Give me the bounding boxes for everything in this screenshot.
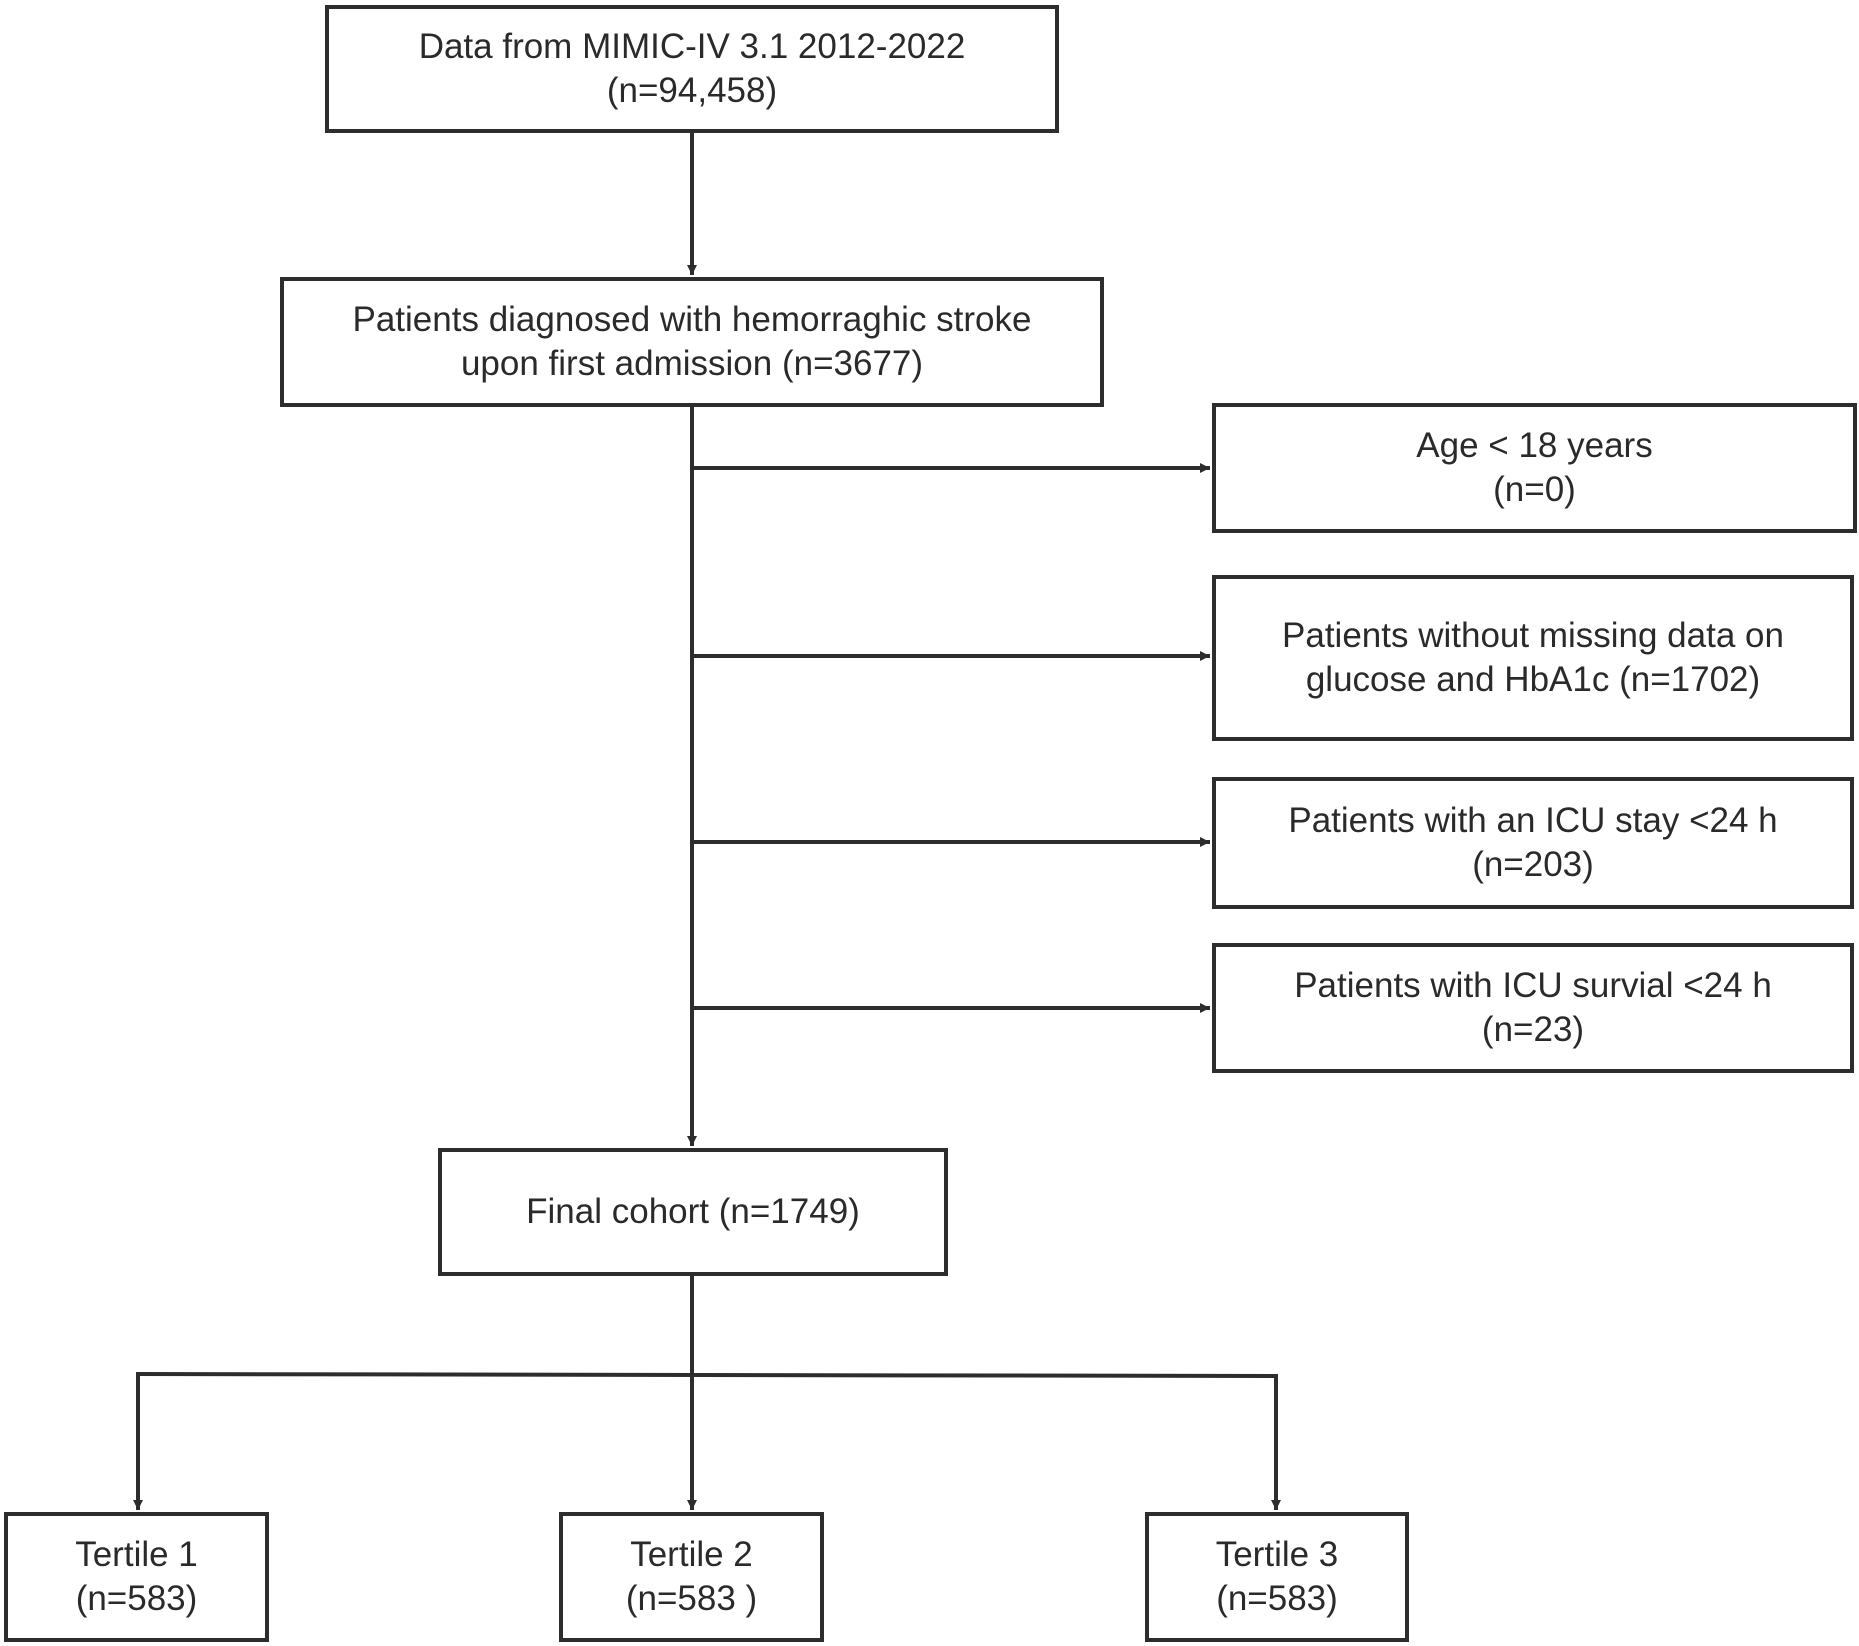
- tertile-1-box: Tertile 1 (n=583): [4, 1512, 269, 1642]
- exclusion-icu-stay-box: Patients with an ICU stay <24 h (n=203): [1212, 777, 1854, 909]
- final-cohort-label: Final cohort (n=1749): [526, 1192, 860, 1231]
- tertile-1-label: Tertile 1: [75, 1535, 198, 1574]
- tertile-1-count: (n=583): [75, 1579, 198, 1618]
- tertile-2-box: Tertile 2 (n=583 ): [559, 1512, 824, 1642]
- exclusion-icu-survival-line2: (n=23): [1481, 1010, 1585, 1049]
- exclusion-icu-stay-line2: (n=203): [1472, 845, 1594, 884]
- tertile-3-box: Tertile 3 (n=583): [1145, 1512, 1409, 1642]
- exclusion-missing-data-box: Patients without missing data on glucose…: [1212, 575, 1854, 741]
- exclusion-missing-line2: glucose and HbA1c (n=1702): [1305, 660, 1761, 699]
- exclusion-icu-survival-line1: Patients with ICU survial <24 h: [1294, 966, 1772, 1005]
- exclusion-icu-stay-line1: Patients with an ICU stay <24 h: [1288, 801, 1778, 840]
- tertile-3-label: Tertile 3: [1215, 1535, 1339, 1574]
- tertile-2-label: Tertile 2: [630, 1535, 753, 1574]
- exclusion-age-line1: Age < 18 years: [1416, 426, 1653, 465]
- tertile-2-count: (n=583 ): [625, 1579, 758, 1618]
- exclusion-missing-line1: Patients without missing data on: [1282, 616, 1784, 655]
- exclusion-icu-survival-box: Patients with ICU survial <24 h (n=23): [1212, 943, 1854, 1073]
- tertile-3-count: (n=583): [1216, 1579, 1338, 1618]
- connector-tertile-bar: [137, 1372, 1277, 1378]
- diagnosed-patients-box: Patients diagnosed with hemorraghic stro…: [280, 277, 1104, 407]
- diagnosed-patients-line1: Patients diagnosed with hemorraghic stro…: [352, 300, 1032, 339]
- final-cohort-box: Final cohort (n=1749): [438, 1148, 948, 1276]
- diagnosed-patients-line2: upon first admission (n=3677): [460, 344, 924, 383]
- exclusion-age-line2: (n=0): [1493, 470, 1576, 509]
- exclusion-age-box: Age < 18 years (n=0): [1212, 403, 1857, 533]
- source-data-line2: (n=94,458): [606, 71, 778, 110]
- source-data-box: Data from MIMIC-IV 3.1 2012-2022 (n=94,4…: [325, 5, 1059, 133]
- source-data-line1: Data from MIMIC-IV 3.1 2012-2022: [418, 27, 966, 66]
